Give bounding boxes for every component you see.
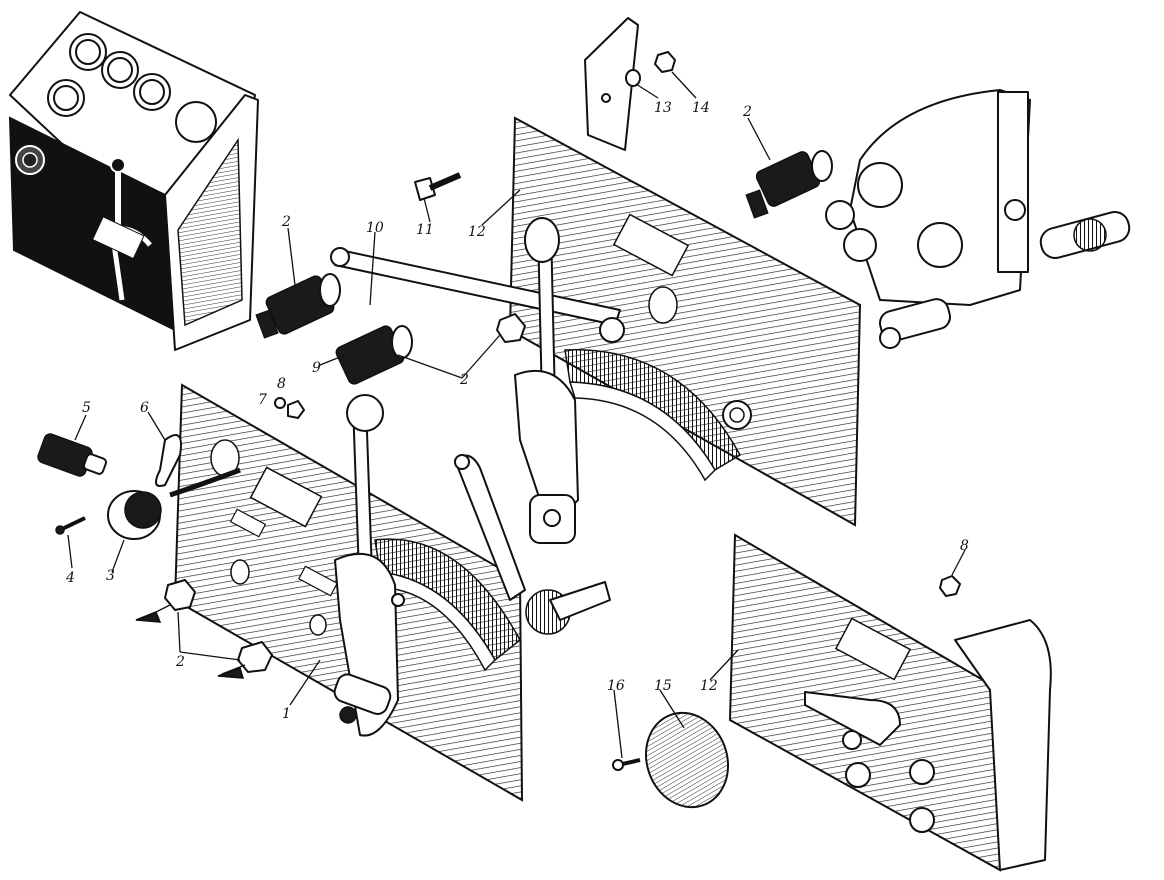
upper-control-plate [330, 116, 862, 544]
label-5: 5 [82, 400, 91, 416]
label-2-nuts: 2 [175, 654, 185, 670]
nuts-2 [135, 579, 273, 679]
label-16: 16 [607, 678, 625, 694]
label-3: 3 [106, 568, 115, 584]
switch-center [335, 325, 413, 385]
lower-right-plate [728, 533, 1052, 872]
switch-top-right [745, 150, 833, 219]
socket-3 [107, 467, 241, 540]
pump-assembly [825, 89, 1131, 349]
mounting-bracket [584, 17, 676, 151]
bushing-2 [496, 313, 526, 343]
cover-15 [644, 711, 730, 809]
callout-labels: 1 2 2 2 2 3 4 5 6 7 8 8 9 10 11 12 12 13… [65, 100, 969, 722]
label-4: 4 [65, 570, 75, 586]
label-15: 15 [654, 678, 672, 694]
label-2-upper-switch: 2 [281, 214, 291, 230]
label-8-left: 8 [277, 376, 286, 392]
label-1: 1 [282, 706, 291, 722]
label-8-right: 8 [960, 538, 969, 554]
label-2-center: 2 [459, 372, 469, 388]
label-11: 11 [416, 222, 434, 238]
screw-4 [55, 516, 86, 535]
nut-7-8 [274, 397, 305, 419]
label-6: 6 [140, 400, 149, 416]
gasket-6 [155, 434, 182, 487]
leader-lines [67, 71, 966, 759]
label-10: 10 [366, 220, 384, 236]
label-7: 7 [258, 392, 267, 408]
label-9: 9 [312, 360, 321, 376]
switch-upper-left [255, 273, 341, 339]
plug-5 [37, 433, 108, 477]
label-13: 13 [654, 100, 672, 116]
label-14: 14 [692, 100, 710, 116]
nut-8-right [939, 575, 961, 597]
instrument-box [8, 11, 259, 351]
label-12-upper: 12 [468, 224, 486, 240]
screw-16 [612, 758, 641, 771]
label-12-lower: 12 [700, 678, 718, 694]
label-2-pump: 2 [742, 104, 752, 120]
main-control-plate [173, 383, 611, 802]
bolt-11 [414, 172, 462, 201]
